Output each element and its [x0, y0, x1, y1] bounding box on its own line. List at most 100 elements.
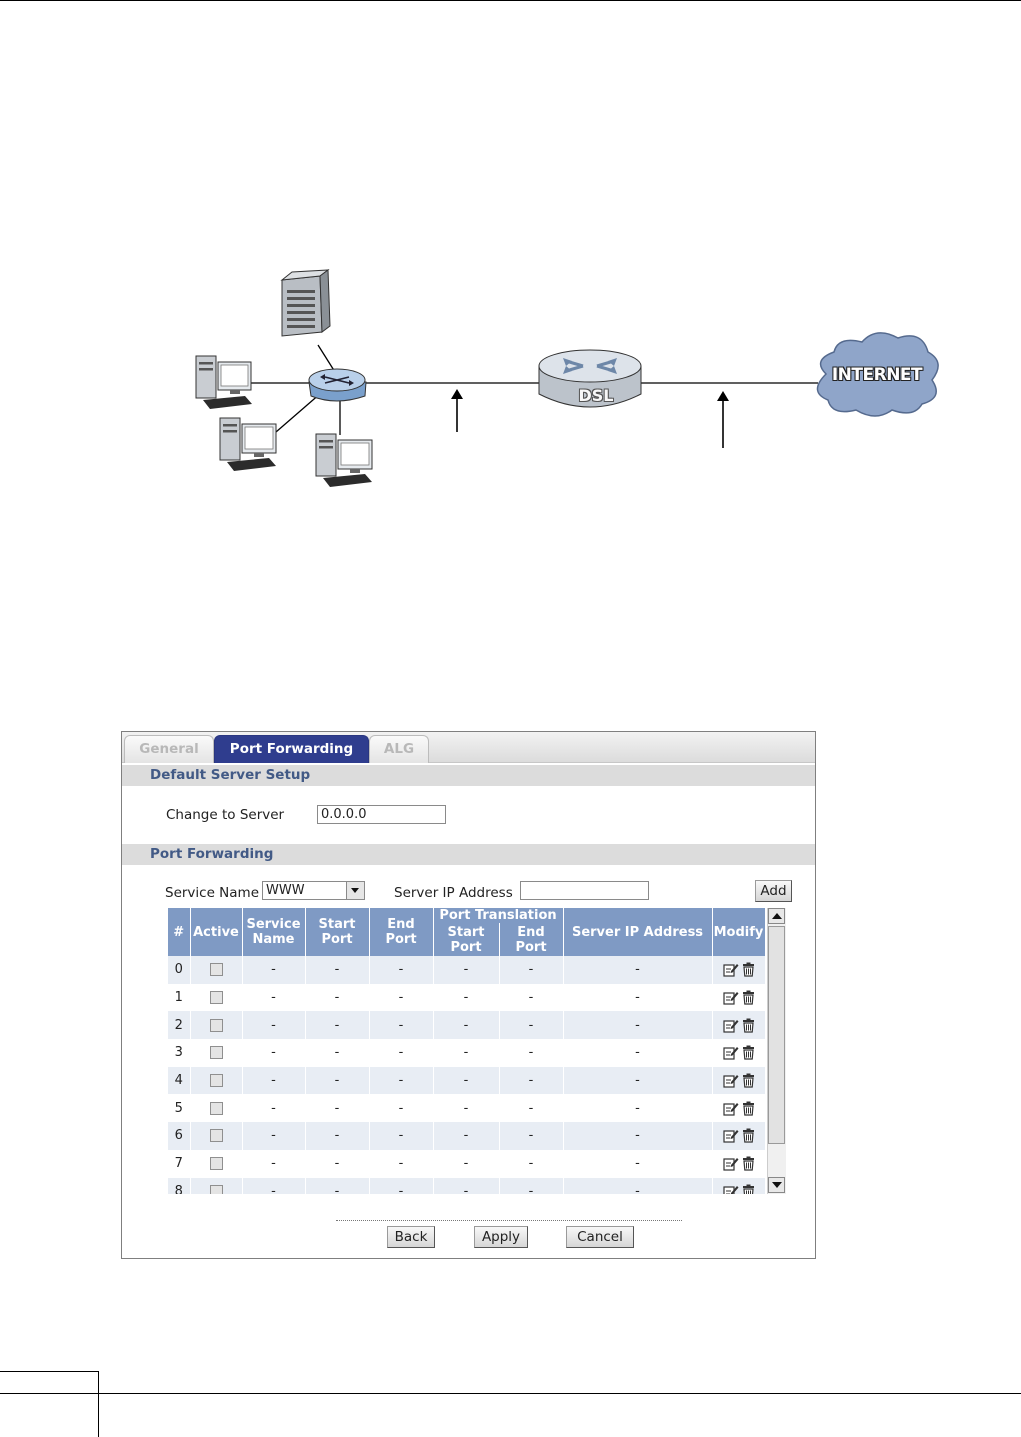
- cell-service: -: [242, 1122, 306, 1150]
- cell-tr_end: -: [499, 1011, 564, 1040]
- cell-end: -: [369, 1177, 434, 1194]
- edit-icon[interactable]: [722, 1018, 739, 1033]
- trash-icon[interactable]: [742, 1073, 755, 1088]
- active-checkbox[interactable]: [209, 963, 223, 977]
- cell-end: -: [369, 1066, 434, 1095]
- chevron-down-icon[interactable]: [346, 882, 364, 899]
- active-checkbox[interactable]: [209, 1129, 223, 1143]
- table-row: 1------: [168, 983, 766, 1012]
- computer-icon: [219, 417, 277, 471]
- router-label: DSL: [578, 386, 614, 405]
- active-checkbox[interactable]: [209, 1101, 223, 1115]
- cell-tr_end: -: [499, 1122, 564, 1150]
- cell-tr_start: -: [433, 1039, 500, 1067]
- col-header-active: Active: [190, 908, 243, 956]
- cell-modify: [712, 1177, 766, 1194]
- edit-icon[interactable]: [722, 1045, 739, 1061]
- tab-bar: General Port Forwarding ALG: [122, 732, 815, 763]
- table-row: 4------: [168, 1066, 766, 1095]
- tab-alg[interactable]: ALG: [369, 735, 429, 763]
- cell-n: 7: [168, 1149, 191, 1178]
- cell-modify: [712, 1122, 766, 1150]
- back-button[interactable]: Back: [387, 1226, 435, 1248]
- table-scrollbar[interactable]: [767, 908, 786, 1194]
- edit-icon[interactable]: [722, 962, 739, 977]
- cell-start: -: [305, 956, 370, 984]
- edit-icon[interactable]: [722, 990, 739, 1005]
- cell-service: -: [242, 956, 306, 984]
- cell-tr_start: -: [433, 956, 500, 984]
- cell-start: -: [305, 1122, 370, 1150]
- scroll-down-arrow-icon[interactable]: [768, 1177, 785, 1193]
- cell-tr_end: -: [499, 1039, 564, 1067]
- table-row: 6------: [168, 1122, 766, 1150]
- page-number-box: [0, 1371, 99, 1437]
- cell-active: [190, 1039, 243, 1067]
- edit-icon[interactable]: [722, 1128, 739, 1144]
- active-checkbox[interactable]: [209, 1184, 223, 1194]
- active-checkbox[interactable]: [209, 991, 223, 1005]
- cell-active: [190, 1122, 243, 1150]
- scroll-up-arrow-icon[interactable]: [768, 908, 785, 924]
- trash-icon[interactable]: [742, 1018, 755, 1033]
- tab-general[interactable]: General: [124, 735, 214, 763]
- switch-icon: [308, 368, 367, 402]
- cell-active: [190, 1094, 243, 1123]
- scrollbar-thumb[interactable]: [768, 926, 785, 1144]
- cell-active: [190, 1149, 243, 1178]
- active-checkbox[interactable]: [209, 1074, 223, 1088]
- internet-label: INTERNET: [831, 365, 923, 385]
- cell-n: 5: [168, 1094, 191, 1123]
- cell-ip: -: [563, 1094, 713, 1123]
- page-top-rule: [0, 0, 1021, 1]
- cell-service: -: [242, 1149, 306, 1178]
- button-separator: [336, 1220, 682, 1221]
- trash-icon[interactable]: [742, 1045, 755, 1061]
- trash-icon[interactable]: [742, 1128, 755, 1144]
- edit-icon[interactable]: [722, 1184, 739, 1194]
- service-name-select[interactable]: WWW: [262, 881, 365, 900]
- trash-icon[interactable]: [742, 990, 755, 1005]
- cell-active: [190, 956, 243, 984]
- add-button[interactable]: Add: [755, 880, 792, 902]
- service-name-value: WWW: [266, 883, 305, 898]
- cell-tr_end: -: [499, 1094, 564, 1123]
- cell-start: -: [305, 983, 370, 1012]
- tab-port-forwarding[interactable]: Port Forwarding: [214, 735, 369, 763]
- col-header-port-translation: Port Translation: [433, 908, 564, 923]
- cell-start: -: [305, 1094, 370, 1123]
- trash-icon[interactable]: [742, 1156, 755, 1171]
- cell-active: [190, 1011, 243, 1040]
- active-checkbox[interactable]: [209, 1018, 223, 1032]
- active-checkbox[interactable]: [209, 1046, 223, 1060]
- trash-icon[interactable]: [742, 1101, 755, 1116]
- apply-button[interactable]: Apply: [474, 1226, 528, 1248]
- cell-tr_start: -: [433, 1094, 500, 1123]
- cell-modify: [712, 1011, 766, 1040]
- trash-icon[interactable]: [742, 1184, 755, 1194]
- cell-tr_end: -: [499, 1066, 564, 1095]
- active-checkbox[interactable]: [209, 1157, 223, 1171]
- cell-tr_end: -: [499, 1177, 564, 1194]
- server-ip-input[interactable]: [520, 881, 649, 900]
- cell-end: -: [369, 1039, 434, 1067]
- cell-modify: [712, 983, 766, 1012]
- cell-n: 8: [168, 1177, 191, 1194]
- cell-service: -: [242, 983, 306, 1012]
- edit-icon[interactable]: [722, 1101, 739, 1116]
- cell-modify: [712, 956, 766, 984]
- trash-icon[interactable]: [742, 962, 755, 977]
- edit-icon[interactable]: [722, 1156, 739, 1171]
- edit-icon[interactable]: [722, 1073, 739, 1088]
- network-diagram-svg: [195, 269, 939, 487]
- cell-start: -: [305, 1177, 370, 1194]
- service-name-label: Service Name: [165, 885, 260, 901]
- cancel-button[interactable]: Cancel: [566, 1226, 634, 1248]
- cell-tr_start: -: [433, 1122, 500, 1150]
- cell-ip: -: [563, 983, 713, 1012]
- table-row: 8------: [168, 1177, 766, 1194]
- col-header-start-port: Start Port: [305, 908, 370, 956]
- cell-tr_end: -: [499, 1149, 564, 1178]
- table-row: 3------: [168, 1039, 766, 1067]
- change-to-server-input[interactable]: [317, 805, 446, 824]
